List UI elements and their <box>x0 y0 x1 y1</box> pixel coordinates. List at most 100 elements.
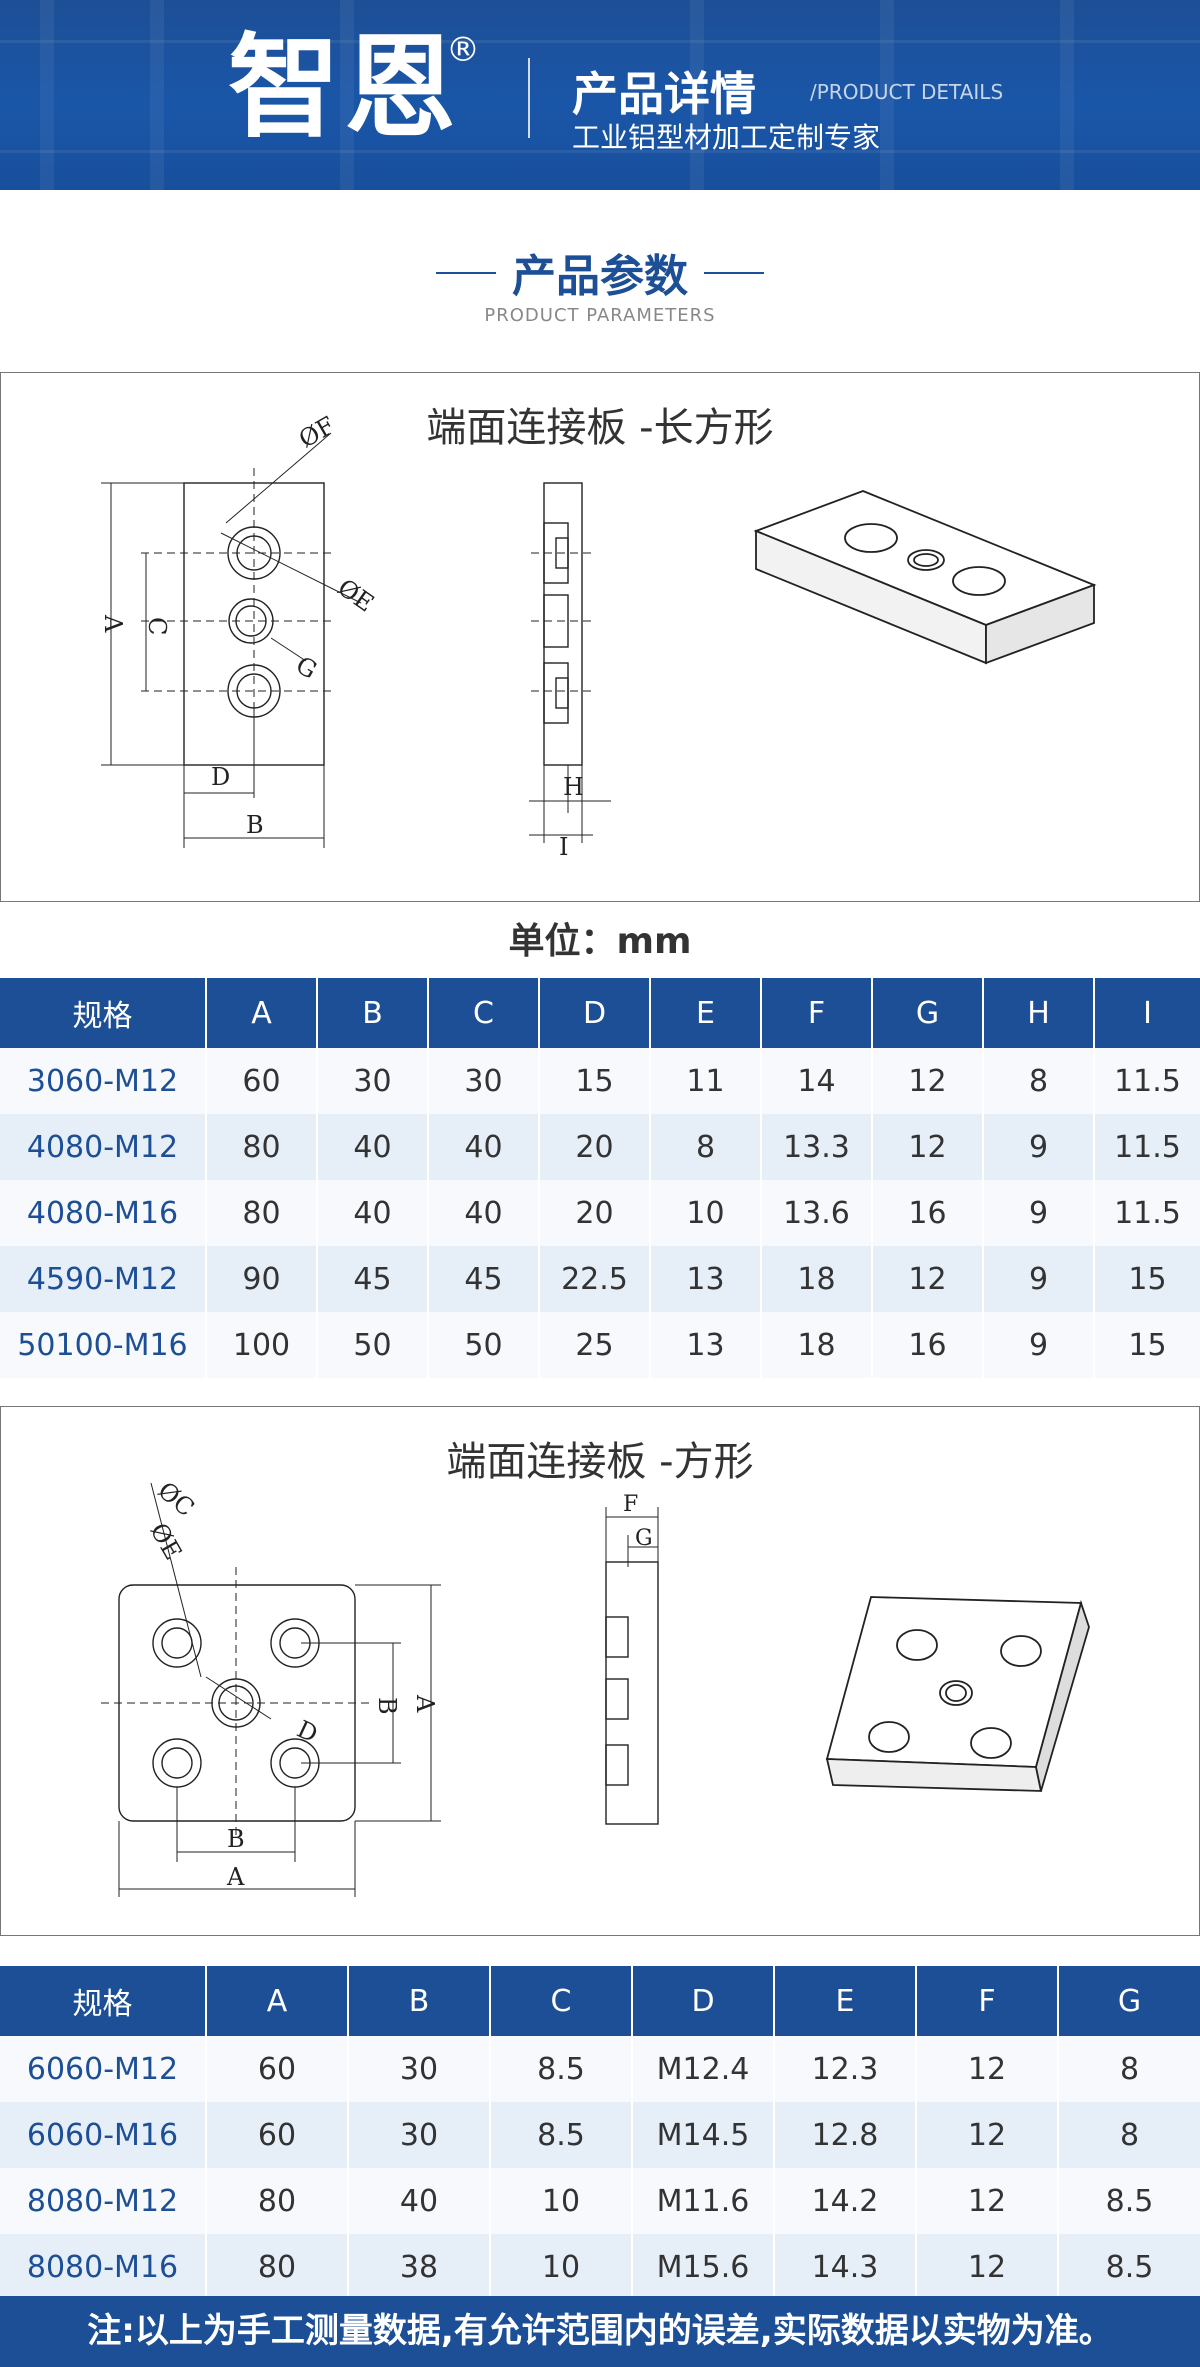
table-row: 6060-M16 60 30 8.5 M14.5 12.8 12 8 <box>0 2102 1200 2168</box>
header-cell: E <box>650 978 762 1048</box>
label-H: H <box>563 773 584 801</box>
label-G: G <box>291 651 322 685</box>
header-cell: G <box>872 978 984 1048</box>
label-A: A <box>99 614 127 633</box>
table-cell: 30 <box>348 2036 491 2102</box>
table-cell: 90 <box>206 1246 318 1312</box>
isometric-view <box>825 1596 1090 1792</box>
table-cell: 12.3 <box>774 2036 917 2102</box>
model-cell: 3060-M12 <box>0 1048 207 1114</box>
leader-E <box>220 532 362 604</box>
banner-texture <box>150 0 164 190</box>
square-plate-drawing: B A A B ØC ØE D F G <box>101 1476 1090 1897</box>
header-cell: B <box>348 1966 491 2036</box>
label-E: ØE <box>144 1518 187 1564</box>
table-cell: 12 <box>872 1048 984 1114</box>
model-cell: 4080-M12 <box>0 1114 207 1180</box>
table-cell: M15.6 <box>632 2234 775 2300</box>
table-cell: 8 <box>1058 2102 1200 2168</box>
header-cell: 规格 <box>0 1966 207 2036</box>
table-row: 8080-M12 80 40 10 M11.6 14.2 12 8.5 <box>0 2168 1200 2234</box>
header-cell: B <box>317 978 429 1048</box>
spec-table-rectangular: 规格 A B C D E F G H I 3060-M12 60 30 30 1… <box>0 978 1200 1378</box>
table-cell: 25 <box>539 1312 651 1378</box>
table-cell: 12 <box>916 2102 1059 2168</box>
table-cell: 80 <box>206 1180 318 1246</box>
table-cell: 12 <box>872 1114 984 1180</box>
header-cell: A <box>206 978 318 1048</box>
table-row: 50100-M16 100 50 50 25 13 18 16 9 15 <box>0 1312 1200 1378</box>
table-row: 4590-M12 90 45 45 22.5 13 18 12 9 15 <box>0 1246 1200 1312</box>
header-banner: 智恩 ® 产品详情 /PRODUCT DETAILS 工业铝型材加工定制专家 <box>0 0 1200 190</box>
table-cell: 14.2 <box>774 2168 917 2234</box>
table-cell: 80 <box>206 2234 349 2300</box>
label-C: C <box>143 617 171 635</box>
table-cell: 8.5 <box>1058 2168 1200 2234</box>
header-cell: C <box>490 1966 633 2036</box>
table-row: 3060-M12 60 30 30 15 11 14 12 8 11.5 <box>0 1048 1200 1114</box>
header-title: 产品详情 <box>572 67 756 121</box>
label-B: B <box>227 1825 245 1853</box>
table-cell: 8.5 <box>490 2102 633 2168</box>
label-E: ØE <box>332 573 379 617</box>
registered-mark: ® <box>446 30 480 70</box>
table-cell: 14 <box>761 1048 873 1114</box>
unit-label: 单位：mm <box>508 921 692 962</box>
leader-G <box>270 637 307 662</box>
brand-logo: 智恩 <box>228 23 460 153</box>
label-D: D <box>293 1715 322 1749</box>
section-title: 产品参数 <box>512 251 688 302</box>
figure-square-plate: 端面连接板 -方形 <box>0 1406 1200 1936</box>
table-cell: 13.3 <box>761 1114 873 1180</box>
table-cell: 11 <box>650 1048 762 1114</box>
model-cell: 6060-M12 <box>0 2036 207 2102</box>
model-cell: 8080-M12 <box>0 2168 207 2234</box>
table-cell: 80 <box>206 2168 349 2234</box>
table-cell: 8 <box>1058 2036 1200 2102</box>
table-cell: 8 <box>650 1114 762 1180</box>
hole-top-left <box>152 1618 202 1668</box>
table-cell: 50 <box>428 1312 540 1378</box>
model-cell: 4590-M12 <box>0 1246 207 1312</box>
label-F: ØF <box>294 411 339 453</box>
table-cell: 100 <box>206 1312 318 1378</box>
table-row: 4080-M16 80 40 40 20 10 13.6 16 9 11.5 <box>0 1180 1200 1246</box>
model-cell: 50100-M16 <box>0 1312 207 1378</box>
table-cell: 12 <box>916 2036 1059 2102</box>
table-cell: 12.8 <box>774 2102 917 2168</box>
label-B: B <box>246 811 264 839</box>
table-cell: 8.5 <box>1058 2234 1200 2300</box>
label-B-vertical: B <box>373 1697 401 1715</box>
label-A: A <box>226 1863 245 1891</box>
rectangular-plate-drawing: A C D B ØE ØF G <box>99 411 1097 861</box>
banner-texture <box>40 0 54 190</box>
header-cell: E <box>774 1966 917 2036</box>
table-cell: 30 <box>428 1048 540 1114</box>
spec-table-square: 规格 A B C D E F G 6060-M12 60 30 8.5 M12.… <box>0 1966 1200 2300</box>
table-cell: 45 <box>317 1246 429 1312</box>
table-header-row: 规格 A B C D E F G <box>0 1966 1200 2036</box>
section-title-line-left <box>436 272 496 274</box>
table-cell: 30 <box>348 2102 491 2168</box>
header-cell: I <box>1094 978 1200 1048</box>
label-A-vertical: A <box>411 1694 439 1713</box>
header-cell: D <box>539 978 651 1048</box>
table-cell: 12 <box>872 1246 984 1312</box>
table-cell: 12 <box>916 2234 1059 2300</box>
table-header-row: 规格 A B C D E F G H I <box>0 978 1200 1048</box>
header-title-en: /PRODUCT DETAILS <box>810 80 1004 104</box>
label-G: G <box>635 1526 653 1551</box>
table-cell: 10 <box>650 1180 762 1246</box>
label-D: D <box>211 763 230 791</box>
table-row: 6060-M12 60 30 8.5 M12.4 12.3 12 8 <box>0 2036 1200 2102</box>
banner-texture <box>0 150 1200 153</box>
table-cell: 20 <box>539 1114 651 1180</box>
section-title-line-right <box>704 272 764 274</box>
footer-note: 注:以上为手工测量数据,有允许范围内的误差,实际数据以实物为准。 <box>0 2296 1200 2367</box>
header-cell: A <box>206 1966 349 2036</box>
figure-rectangular-plate: 端面连接板 -长方形 <box>0 372 1200 902</box>
table-cell: 40 <box>428 1114 540 1180</box>
table-cell: 16 <box>872 1312 984 1378</box>
label-F: F <box>623 1492 638 1517</box>
table-cell: 9 <box>983 1246 1095 1312</box>
